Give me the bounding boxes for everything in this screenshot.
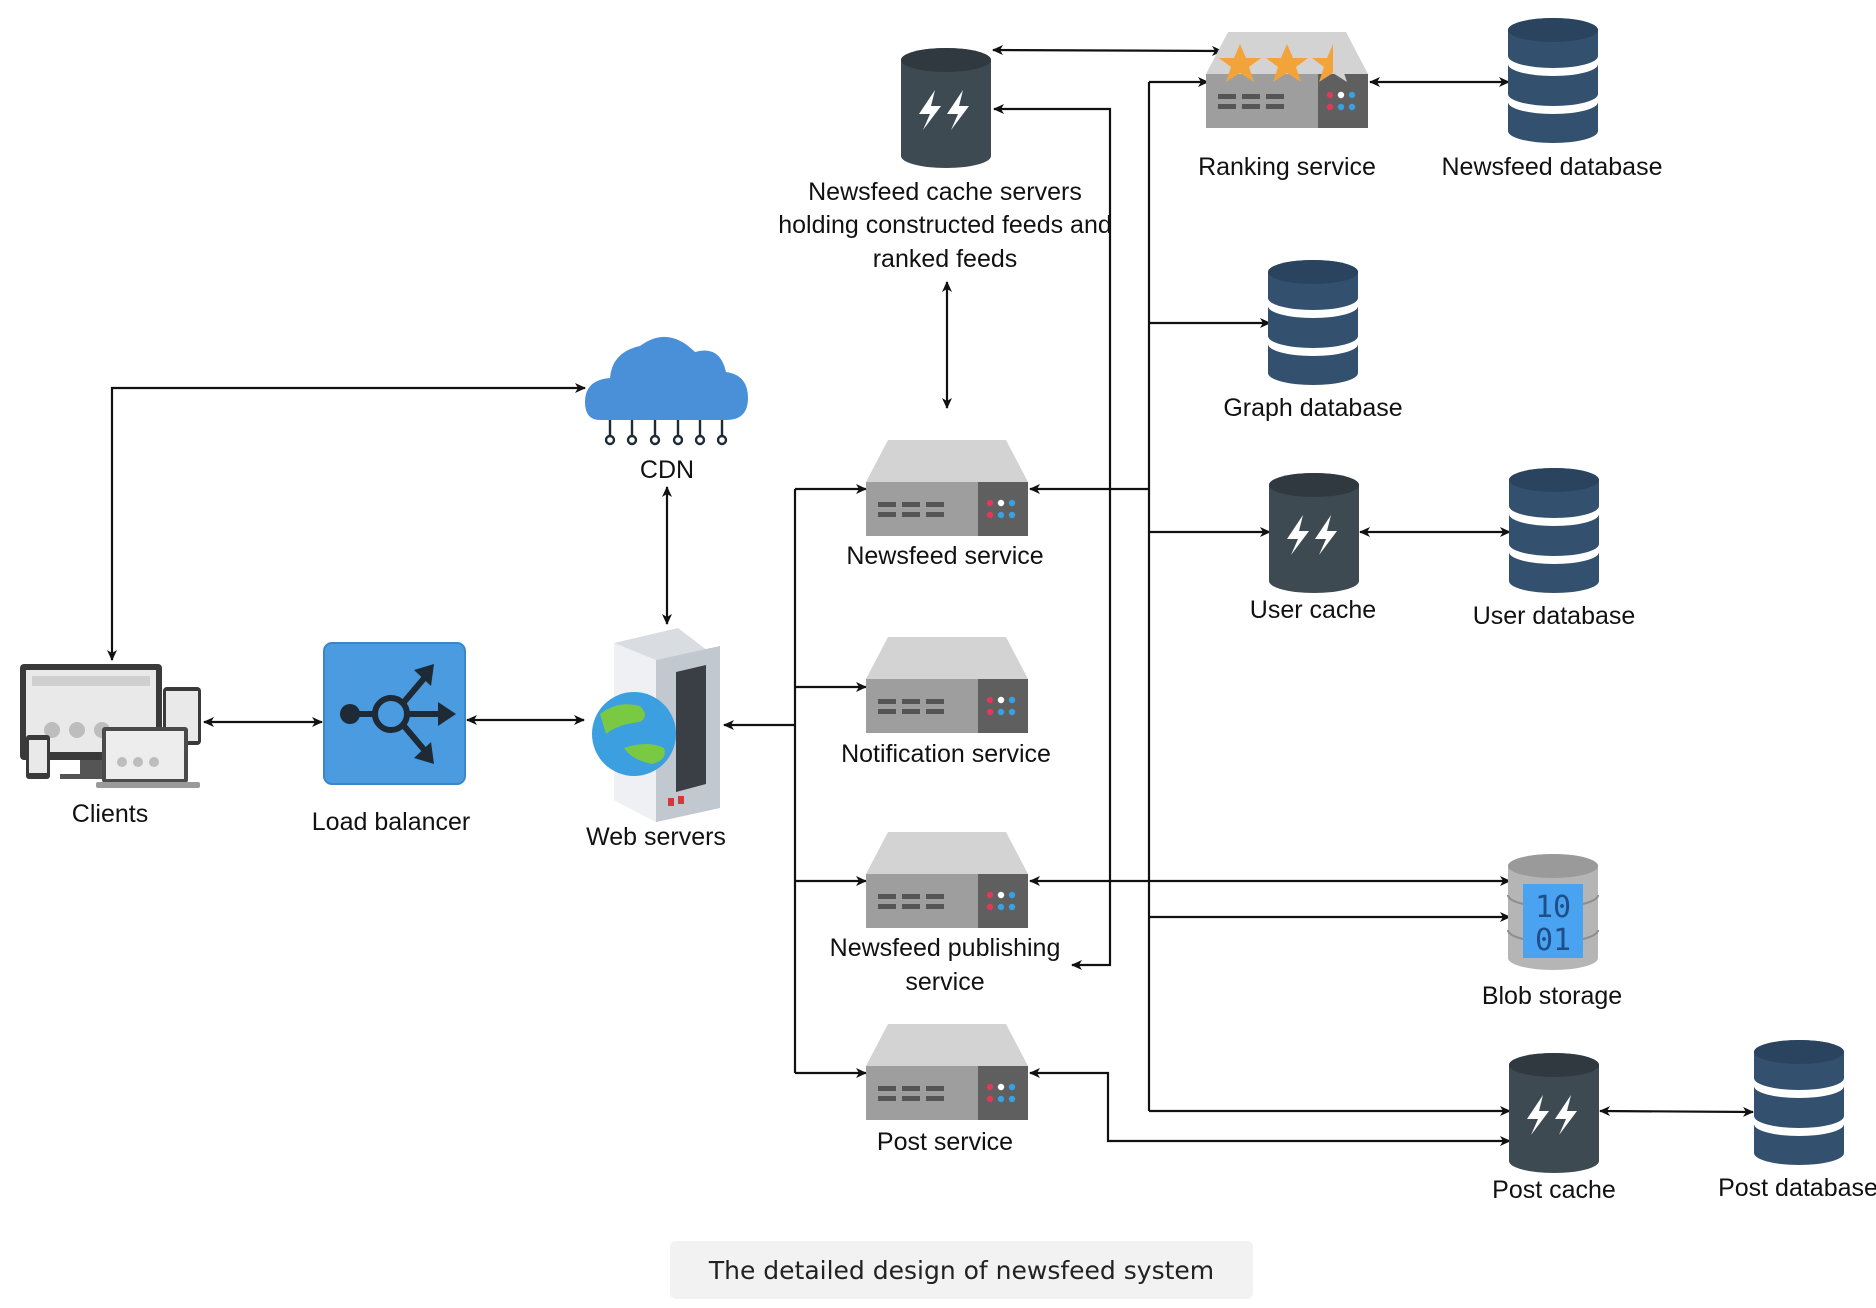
clients-node: Clients — [20, 664, 201, 828]
caption-text: The detailed design of newsfeed system — [708, 1255, 1215, 1285]
load-balancer-label: Load balancer — [312, 808, 470, 836]
newsfeed-service-label: Newsfeed service — [846, 542, 1043, 570]
post-service-label: Post service — [877, 1128, 1013, 1156]
database-icon — [1509, 468, 1599, 593]
newsfeed-database-node: Newsfeed database — [1442, 18, 1663, 181]
devices-icon — [20, 664, 201, 788]
web-server-icon — [592, 628, 720, 822]
newsfeed-publishing-icon — [866, 832, 1028, 928]
stars-icon — [1219, 44, 1354, 82]
post-cache-label: Post cache — [1492, 1176, 1616, 1204]
web-servers-label: Web servers — [586, 823, 726, 851]
post-service-icon — [866, 1024, 1028, 1120]
connectors — [107, 45, 1754, 1146]
newsfeed-cache-label-3: ranked feeds — [873, 245, 1018, 273]
newsfeed-publishing-label-2: service — [905, 968, 984, 996]
user-cache-node: User cache — [1250, 473, 1376, 624]
blob-storage-label: Blob storage — [1482, 982, 1622, 1010]
load-balancer-icon — [323, 642, 466, 785]
ranking-service-node: Ranking service — [1198, 32, 1376, 181]
post-database-label: Post database — [1718, 1174, 1876, 1202]
newsfeed-service-node: Newsfeed service — [846, 440, 1044, 570]
post-cache-icon — [1509, 1053, 1599, 1173]
newsfeed-service-icon — [866, 440, 1028, 536]
post-service-node: Post service — [866, 1024, 1028, 1156]
ranking-service-label: Ranking service — [1198, 153, 1376, 181]
graph-database-node: Graph database — [1223, 260, 1403, 422]
edge-post-service-post-cache — [1029, 1068, 1511, 1146]
edge-clients-cdn — [107, 383, 586, 661]
user-cache-label: User cache — [1250, 596, 1376, 624]
notification-service-label: Notification service — [841, 740, 1051, 768]
notification-service-icon — [866, 637, 1028, 733]
blob-storage-icon: 10 01 — [1507, 854, 1599, 970]
edge-publishing-cache — [993, 104, 1112, 970]
load-balancer-node: Load balancer — [312, 642, 470, 836]
cloud-icon — [585, 336, 748, 446]
newsfeed-cache-label-2: holding constructed feeds and — [778, 211, 1112, 239]
notification-service-node: Notification service — [841, 637, 1051, 768]
blob-glyph-top: 10 — [1535, 890, 1571, 925]
web-servers-node: Web servers — [586, 628, 726, 851]
newsfeed-publishing-node: Newsfeed publishing service — [830, 832, 1061, 996]
newsfeed-cache-icon — [901, 48, 991, 168]
user-database-node: User database — [1473, 468, 1636, 630]
cdn-label: CDN — [640, 456, 694, 484]
blob-glyph-bottom: 01 — [1535, 923, 1571, 958]
caption: The detailed design of newsfeed system — [670, 1241, 1253, 1299]
newsfeed-publishing-label-1: Newsfeed publishing — [830, 934, 1061, 962]
clients-label: Clients — [72, 800, 148, 828]
newsfeed-cache-node: Newsfeed cache servers holding construct… — [778, 48, 1112, 273]
post-database-node: Post database — [1718, 1040, 1876, 1202]
database-icon — [1508, 18, 1598, 143]
edge-cache-ranking — [992, 45, 1223, 56]
blob-storage-node: 10 01 Blob storage — [1482, 854, 1622, 1010]
edge-post-cache-post-db — [1599, 1106, 1754, 1117]
user-database-label: User database — [1473, 602, 1636, 630]
database-icon — [1754, 1040, 1844, 1165]
newsfeed-database-label: Newsfeed database — [1442, 153, 1663, 181]
newsfeed-cache-label-1: Newsfeed cache servers — [808, 178, 1082, 206]
database-icon — [1268, 260, 1358, 385]
user-cache-icon — [1269, 473, 1359, 593]
post-cache-node: Post cache — [1492, 1053, 1616, 1204]
graph-database-label: Graph database — [1223, 394, 1402, 422]
cdn-node: CDN — [585, 336, 748, 484]
